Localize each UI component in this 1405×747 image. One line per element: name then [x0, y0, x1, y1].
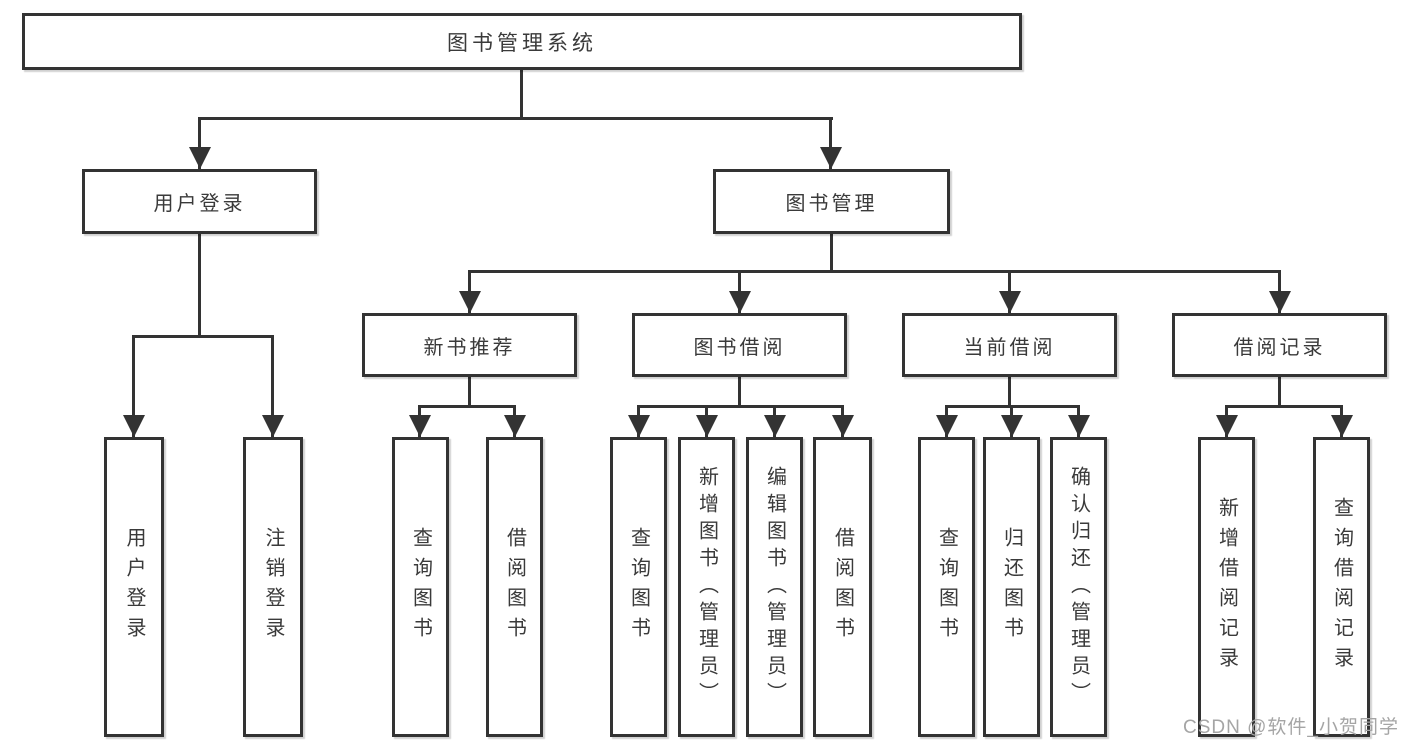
leaf-user-login-label: 用户登录 [123, 527, 145, 647]
arrow-down-icon [1269, 291, 1291, 313]
arrow-down-icon [504, 415, 526, 437]
arrow-down-icon [262, 415, 284, 437]
connector-root-stub [520, 70, 523, 120]
connector-book-management-stub [830, 234, 833, 273]
arrow-down-icon [123, 415, 145, 437]
node-book-borrowing-label: 图书借阅 [693, 336, 786, 359]
leaf-edit-books-admin: 编辑图书（管理员） [746, 437, 803, 737]
leaf-query-books-borrow: 查询图书 [610, 437, 667, 737]
node-book-management-label: 图书管理 [785, 193, 878, 215]
connector-to-user-login [198, 117, 201, 169]
arrow-down-icon [189, 147, 211, 169]
leaf-user-login: 用户登录 [104, 437, 164, 737]
node-borrowing-records: 借阅记录 [1172, 313, 1387, 377]
node-book-borrowing: 图书借阅 [632, 313, 847, 377]
node-current-borrowing: 当前借阅 [902, 313, 1117, 377]
node-book-management: 图书管理 [713, 169, 950, 234]
arrow-down-icon [409, 415, 431, 437]
connector-user-login-branch [132, 335, 274, 338]
leaf-confirm-return-admin-label: 确认归还（管理员） [1067, 465, 1090, 709]
leaf-logout: 注销登录 [243, 437, 303, 737]
arrow-down-icon [936, 415, 958, 437]
arrow-down-icon [999, 291, 1021, 313]
node-current-borrowing-label: 当前借阅 [963, 336, 1056, 359]
leaf-borrow-books-recommend-label: 借阅图书 [503, 527, 526, 647]
leaf-edit-books-admin-label: 编辑图书（管理员） [763, 465, 786, 709]
arrow-down-icon [628, 415, 650, 437]
arrow-down-icon [832, 415, 854, 437]
connector-borrow-stub [738, 377, 741, 408]
leaf-query-books-current-label: 查询图书 [935, 527, 958, 647]
leaf-confirm-return-admin: 确认归还（管理员） [1050, 437, 1107, 737]
leaf-borrow-books: 借阅图书 [813, 437, 872, 737]
arrow-down-icon [729, 291, 751, 313]
leaf-borrow-books-recommend: 借阅图书 [486, 437, 543, 737]
arrow-down-icon [696, 415, 718, 437]
leaf-query-borrow-record: 查询借阅记录 [1313, 437, 1370, 737]
arrow-down-icon [820, 147, 842, 169]
node-borrowing-records-label: 借阅记录 [1233, 336, 1326, 359]
connector-to-book-management [829, 117, 832, 169]
leaf-return-books: 归还图书 [983, 437, 1040, 737]
node-user-login-label: 用户登录 [153, 193, 246, 215]
connector-to-leaf-logout [271, 335, 274, 437]
connector-records-branch [1225, 405, 1343, 408]
arrow-down-icon [1001, 415, 1023, 437]
leaf-logout-label: 注销登录 [262, 527, 284, 647]
leaf-query-books-current: 查询图书 [918, 437, 975, 737]
node-new-book-recommendation-label: 新书推荐 [423, 336, 516, 359]
leaf-borrow-books-label: 借阅图书 [831, 527, 854, 647]
arrow-down-icon [1331, 415, 1353, 437]
node-root-label: 图书管理系统 [447, 31, 597, 55]
leaf-query-books-borrow-label: 查询图书 [627, 527, 650, 647]
leaf-add-borrow-record-label: 新增借阅记录 [1215, 497, 1238, 677]
connector-new-rec-branch [418, 405, 516, 408]
arrow-down-icon [1216, 415, 1238, 437]
connector-current-stub [1008, 377, 1011, 408]
connector-records-stub [1278, 377, 1281, 408]
leaf-query-books-recommend: 查询图书 [392, 437, 449, 737]
connector-new-rec-stub [468, 377, 471, 408]
leaf-add-borrow-record: 新增借阅记录 [1198, 437, 1255, 737]
node-new-book-recommendation: 新书推荐 [362, 313, 577, 377]
arrow-down-icon [1068, 415, 1090, 437]
arrow-down-icon [764, 415, 786, 437]
leaf-query-books-recommend-label: 查询图书 [409, 527, 432, 647]
connector-to-leaf-user-login [132, 335, 135, 437]
connector-book-management-branch [468, 270, 1281, 273]
connector-borrow-branch [637, 405, 844, 408]
leaf-query-borrow-record-label: 查询借阅记录 [1330, 497, 1353, 677]
node-root: 图书管理系统 [22, 13, 1022, 70]
leaf-add-books-admin: 新增图书（管理员） [678, 437, 735, 737]
arrow-down-icon [459, 291, 481, 313]
connector-user-login-stub [198, 234, 201, 338]
connector-root-branch [198, 117, 833, 120]
node-user-login: 用户登录 [82, 169, 317, 234]
leaf-return-books-label: 归还图书 [1000, 527, 1023, 647]
leaf-add-books-admin-label: 新增图书（管理员） [695, 465, 718, 709]
csdn-watermark: CSDN @软件_小贺同学 [1183, 717, 1399, 738]
